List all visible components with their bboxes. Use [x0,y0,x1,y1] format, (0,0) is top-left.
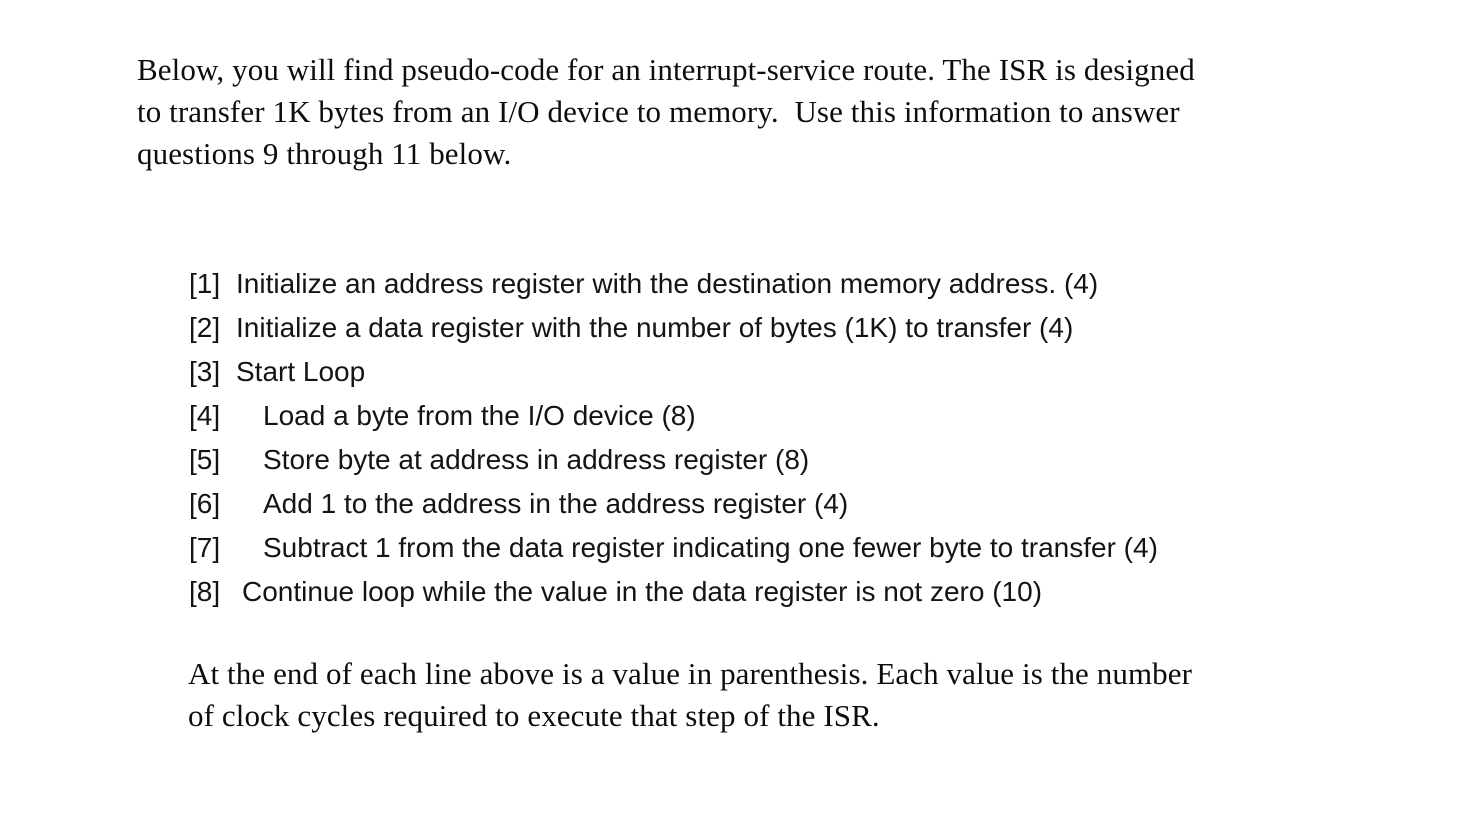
intro-paragraph: Below, you will find pseudo-code for an … [137,52,1195,171]
line-number: [5] [189,444,221,475]
line-text: Initialize an address register with the … [236,268,1099,299]
pseudocode-line-7: [7] Subtract 1 from the data register in… [189,526,1158,570]
line-number: [4] [189,400,221,431]
line-text: Start Loop [236,356,366,387]
pseudocode-line-6: [6] Add 1 to the address in the address … [189,482,1158,526]
line-text: Load a byte from the I/O device (8) [263,400,696,431]
line-number: [7] [189,532,221,563]
pseudocode-line-4: [4] Load a byte from the I/O device (8) [189,394,1158,438]
line-number: [2] [189,312,221,343]
pseudocode-line-5: [5] Store byte at address in address reg… [189,438,1158,482]
line-text: Initialize a data register with the numb… [236,312,1074,343]
closing-paragraph: At the end of each line above is a value… [188,656,1193,733]
line-number: [1] [189,268,221,299]
pseudocode-line-3: [3] Start Loop [189,350,1158,394]
line-text: Continue loop while the value in the dat… [242,576,1043,607]
pseudocode-line-2: [2] Initialize a data register with the … [189,306,1158,350]
pseudocode-line-8: [8] Continue loop while the value in the… [189,570,1158,614]
line-text: Subtract 1 from the data register indica… [263,532,1158,563]
line-text: Store byte at address in address registe… [263,444,810,475]
line-number: [6] [189,488,221,519]
line-text: Add 1 to the address in the address regi… [263,488,849,519]
pseudocode-line-1: [1] Initialize an address register with … [189,262,1158,306]
line-number: [8] [189,576,221,607]
isr-pseudocode-block: [1] Initialize an address register with … [189,262,1158,614]
line-number: [3] [189,356,221,387]
